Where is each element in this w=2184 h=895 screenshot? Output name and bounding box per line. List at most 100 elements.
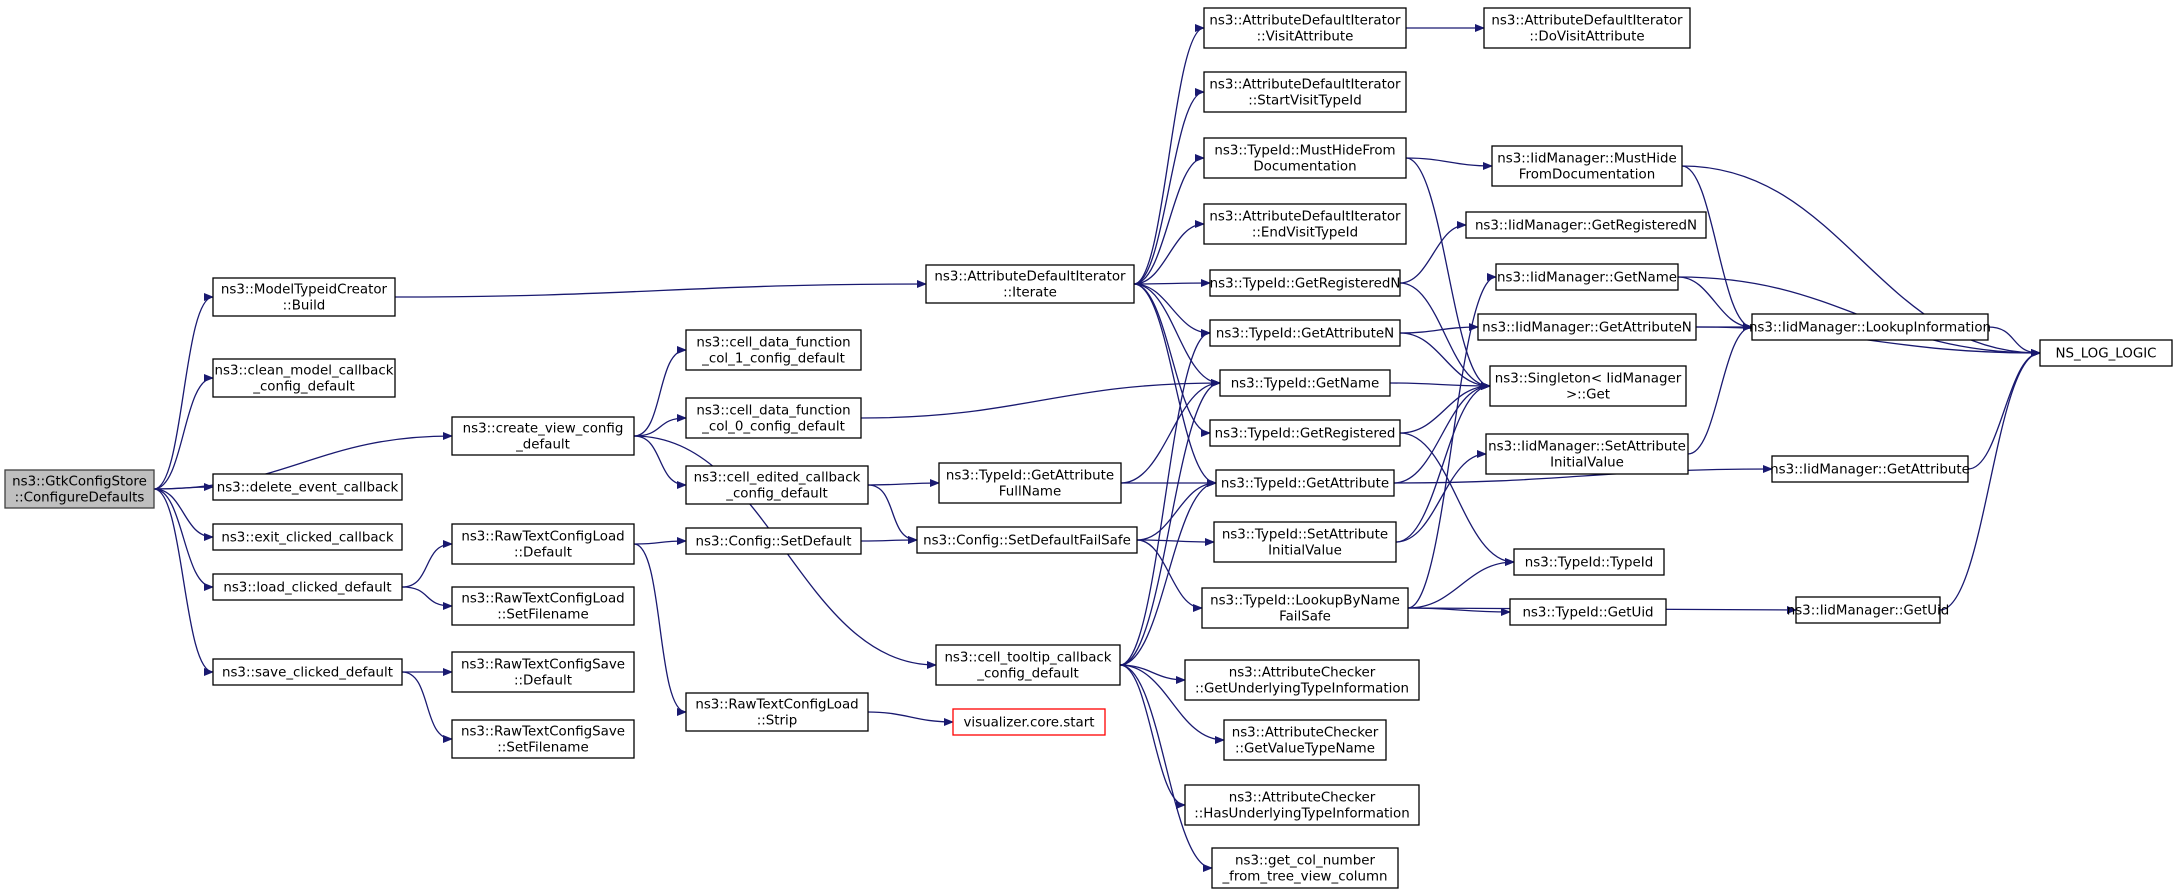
graph-node[interactable]: ns3::AttributeChecker::HasUnderlyingType… xyxy=(1184,784,1420,826)
graph-node[interactable]: ns3::AttributeDefaultIterator::EndVisitT… xyxy=(1203,203,1407,245)
graph-node[interactable]: ns3::AttributeDefaultIterator::VisitAttr… xyxy=(1203,7,1407,49)
graph-node[interactable]: ns3::load_clicked_default xyxy=(212,573,403,601)
graph-node[interactable]: ns3::IidManager::LookupInformation xyxy=(1749,313,1991,341)
call-edge xyxy=(1393,382,1491,484)
node-label: ns3::IidManager::MustHide xyxy=(1497,152,1676,167)
node-label: ns3::AttributeChecker xyxy=(1229,791,1376,806)
call-edge xyxy=(1133,283,1211,337)
node-box xyxy=(1215,469,1395,497)
graph-node[interactable]: ns3::cell_tooltip_callback_config_defaul… xyxy=(935,644,1121,686)
node-label: ns3::cell_edited_callback xyxy=(694,471,861,486)
call-edge xyxy=(394,280,927,298)
call-edge xyxy=(153,488,214,676)
graph-node[interactable]: ns3::AttributeDefaultIterator::StartVisi… xyxy=(1203,71,1407,113)
graph-node[interactable]: ns3::IidManager::GetUid xyxy=(1787,596,1950,624)
node-label: ns3::RawTextConfigSave xyxy=(461,658,625,673)
node-box xyxy=(1465,211,1707,239)
graph-node[interactable]: ns3::IidManager::GetAttribute xyxy=(1770,455,1970,483)
graph-node[interactable]: ns3::AttributeDefaultIterator::Iterate xyxy=(925,264,1135,304)
graph-node[interactable]: ns3::IidManager::SetAttributeInitialValu… xyxy=(1485,433,1689,475)
graph-node[interactable]: ns3::get_col_number_from_tree_view_colum… xyxy=(1211,847,1399,889)
node-label: _config_default xyxy=(725,487,827,502)
graph-node[interactable]: ns3::GtkConfigStore::ConfigureDefaults xyxy=(4,469,155,509)
graph-node[interactable]: ns3::IidManager::GetRegisteredN xyxy=(1465,211,1707,239)
graph-node[interactable]: ns3::RawTextConfigLoad::SetFilename xyxy=(451,586,635,626)
graph-node[interactable]: ns3::RawTextConfigLoad::Strip xyxy=(685,692,869,732)
graph-node[interactable]: ns3::IidManager::GetAttributeN xyxy=(1477,313,1697,341)
graph-node[interactable]: ns3::cell_data_function_col_1_config_def… xyxy=(685,329,862,371)
node-box xyxy=(1751,313,1989,341)
node-label: ::HasUnderlyingTypeInformation xyxy=(1194,807,1409,822)
call-edge xyxy=(1136,537,1215,546)
node-box xyxy=(685,527,862,555)
graph-node[interactable]: ns3::cell_edited_callback_config_default xyxy=(685,465,869,505)
call-edge xyxy=(1133,283,1221,387)
graph-node[interactable]: ns3::IidManager::MustHideFromDocumentati… xyxy=(1491,145,1683,187)
graph-node[interactable]: ns3::Singleton< IidManager>::Get xyxy=(1489,365,1687,407)
node-label: ns3::TypeId::GetAttribute xyxy=(946,469,1114,484)
graph-node[interactable]: ns3::TypeId::GetAttributeN xyxy=(1209,319,1401,347)
graph-node[interactable]: ns3::RawTextConfigLoad::Default xyxy=(451,523,635,565)
graph-node[interactable]: ns3::ModelTypeidCreator::Build xyxy=(212,277,396,317)
node-label: FailSafe xyxy=(1279,610,1331,625)
node-box xyxy=(451,523,635,565)
call-edge xyxy=(153,483,214,492)
node-box xyxy=(685,692,869,732)
node-label: ::Build xyxy=(283,299,326,314)
node-label: ns3::IidManager::GetUid xyxy=(1787,604,1950,619)
node-label: ::SetFilename xyxy=(497,608,588,623)
call-edge xyxy=(867,711,954,726)
graph-node[interactable]: ns3::clean_model_callback_config_default xyxy=(212,358,396,398)
graph-node[interactable]: ns3::RawTextConfigSave::Default xyxy=(451,651,635,693)
graph-node[interactable]: ns3::TypeId::GetUid xyxy=(1509,598,1667,626)
node-box xyxy=(1203,203,1407,245)
graph-node[interactable]: ns3::save_clicked_default xyxy=(212,658,403,686)
call-edge xyxy=(401,671,453,743)
call-edge xyxy=(1681,165,1753,331)
call-edge xyxy=(1405,157,1493,170)
graph-node[interactable]: ns3::TypeId::GetRegistered xyxy=(1209,419,1401,447)
graph-node[interactable]: ns3::RawTextConfigSave::SetFilename xyxy=(451,719,635,759)
graph-node[interactable]: ns3::cell_data_function_col_0_config_def… xyxy=(685,397,862,439)
graph-node[interactable]: ns3::AttributeDefaultIterator::DoVisitAt… xyxy=(1483,7,1691,49)
node-label: _col_0_config_default xyxy=(701,420,845,435)
call-edge xyxy=(1687,323,1753,455)
graph-node[interactable]: ns3::TypeId::GetName xyxy=(1219,369,1391,397)
node-box xyxy=(1771,455,1969,483)
node-box xyxy=(1201,587,1409,629)
graph-node[interactable]: ns3::exit_clicked_callback xyxy=(212,523,403,551)
node-box xyxy=(1213,521,1397,563)
call-edge xyxy=(1939,349,2041,611)
graph-node[interactable]: visualizer.core.start xyxy=(952,708,1106,736)
node-label: ns3::cell_tooltip_callback xyxy=(944,651,1111,666)
node-box xyxy=(212,277,396,317)
call-edge xyxy=(1407,273,1497,609)
node-label: ns3::TypeId::GetUid xyxy=(1522,606,1653,621)
node-label: ::ConfigureDefaults xyxy=(15,491,145,506)
node-label: ns3::load_clicked_default xyxy=(223,581,391,596)
graph-node[interactable]: ns3::Config::SetDefaultFailSafe xyxy=(916,526,1138,554)
graph-node[interactable]: ns3::IidManager::GetName xyxy=(1495,263,1679,291)
graph-node[interactable]: ns3::TypeId::TypeId xyxy=(1513,548,1665,576)
node-box xyxy=(4,469,155,509)
graph-node[interactable]: ns3::Config::SetDefault xyxy=(685,527,862,555)
graph-node[interactable]: ns3::AttributeChecker::GetUnderlyingType… xyxy=(1184,659,1420,701)
node-box xyxy=(1477,313,1697,341)
node-label: ::StartVisitTypeId xyxy=(1248,94,1361,109)
node-box xyxy=(212,658,403,686)
graph-node[interactable]: ns3::delete_event_callback xyxy=(212,473,403,501)
node-box xyxy=(1495,263,1679,291)
graph-node[interactable]: ns3::TypeId::GetAttribute xyxy=(1215,469,1395,497)
edge-layer xyxy=(153,24,2041,872)
graph-node[interactable]: ns3::AttributeChecker::GetValueTypeName xyxy=(1223,719,1387,761)
call-edge xyxy=(860,536,918,545)
graph-node[interactable]: ns3::TypeId::GetRegisteredN xyxy=(1209,269,1401,297)
graph-node[interactable]: ns3::create_view_config_default xyxy=(451,416,635,456)
graph-node[interactable]: NS_LOG_LOGIC xyxy=(2039,339,2173,367)
call-edge xyxy=(633,543,687,716)
call-edge xyxy=(1119,329,1211,666)
